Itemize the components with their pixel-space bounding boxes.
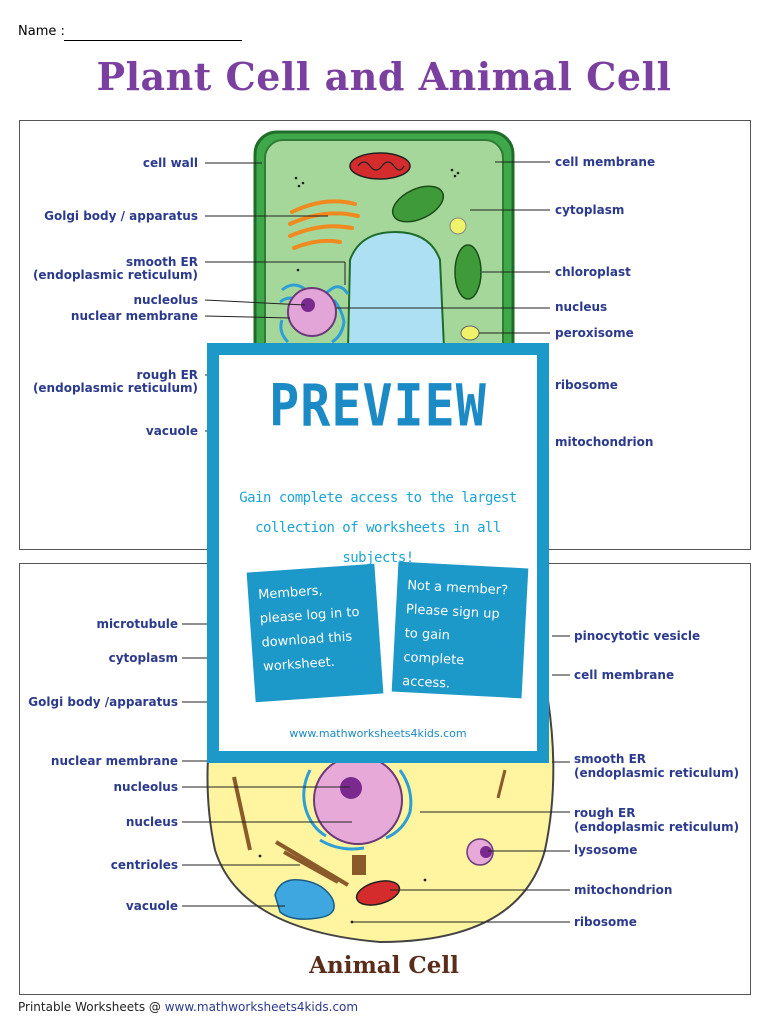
preview-subtitle: Gain complete access to the largest coll…: [219, 483, 537, 573]
name-line: [64, 40, 242, 41]
animal-label-nucleolus: nucleolus: [113, 780, 179, 794]
plant-golgi: [288, 199, 360, 250]
signup-card[interactable]: Not a member? Please sign up to gain com…: [391, 561, 529, 699]
animal-label-rough-er: rough ER: [574, 806, 636, 820]
plant-label-nuclear-membrane: nuclear membrane: [70, 309, 198, 323]
footer-prefix: Printable Worksheets @: [18, 1000, 161, 1014]
plant-label-smooth-er-sub: (endoplasmic reticulum): [32, 268, 198, 282]
preview-subtitle-line1: Gain complete access to the largest: [239, 490, 517, 506]
animal-label-rough-er-sub: (endoplasmic reticulum): [574, 820, 740, 834]
plant-label-nucleus: nucleus: [555, 300, 608, 314]
animal-label-golgi: Golgi body /apparatus: [28, 695, 178, 709]
plant-label-rough-er-sub: (endoplasmic reticulum): [32, 381, 198, 395]
plant-label-mitochondrion: mitochondrion: [555, 435, 654, 449]
plant-mitochondrion: [349, 152, 411, 180]
animal-rough-er: [302, 769, 413, 851]
plant-chloroplast-2: [454, 244, 482, 300]
animal-label-cell-membrane: cell membrane: [574, 668, 675, 682]
preview-url-link[interactable]: www.mathworksheets4kids.com: [289, 727, 467, 740]
preview-inner: PREVIEW Gain complete access to the larg…: [219, 355, 537, 751]
animal-label-centrioles: centrioles: [110, 858, 178, 872]
animal-label-smooth-er-sub: (endoplasmic reticulum): [574, 766, 740, 780]
plant-label-cell-membrane: cell membrane: [555, 155, 656, 169]
plant-label-cytoplasm: cytoplasm: [555, 203, 625, 217]
preview-overlay: PREVIEW Gain complete access to the larg…: [207, 343, 549, 763]
plant-label-vacuole: vacuole: [145, 424, 198, 438]
plant-label-chloroplast: chloroplast: [555, 265, 631, 279]
animal-label-ribosome: ribosome: [574, 915, 637, 929]
animal-leader-lines: [182, 623, 570, 923]
animal-microtubule: [232, 776, 252, 851]
animal-nucleolus: [340, 777, 362, 799]
footer: Printable Worksheets @ www.mathworksheet…: [18, 1000, 358, 1014]
preview-subtitle-line2: collection of worksheets in all subjects…: [255, 520, 501, 566]
animal-mitochondrion: [355, 880, 401, 906]
plant-nucleus: [287, 287, 337, 337]
plant-leader-lines: [204, 161, 550, 432]
animal-label-cytoplasm: cytoplasm: [108, 651, 178, 665]
plant-label-cell-wall: cell wall: [142, 156, 198, 170]
plant-peroxisome: [460, 325, 480, 341]
plant-chloroplast-1: [391, 185, 445, 223]
animal-label-nucleus: nucleus: [125, 815, 178, 829]
animal-label-vacuole: vacuole: [125, 899, 178, 913]
animal-label-nuclear-membrane: nuclear membrane: [50, 754, 178, 768]
animal-label-mitochondrion: mitochondrion: [574, 883, 673, 897]
name-label: Name :: [18, 24, 65, 39]
plant-label-ribosome: ribosome: [555, 378, 618, 392]
page-title: Plant Cell and Animal Cell: [96, 54, 672, 99]
plant-cytoplasm-granule: [449, 217, 467, 235]
plant-label-smooth-er: smooth ER: [125, 255, 198, 269]
plant-label-rough-er: rough ER: [136, 368, 198, 382]
footer-link[interactable]: www.mathworksheets4kids.com: [164, 1000, 359, 1014]
animal-label-lysosome: lysosome: [574, 843, 638, 857]
animal-cell-title: Animal Cell: [309, 952, 459, 979]
animal-label-pinocytotic-vesicle: pinocytotic vesicle: [574, 629, 701, 643]
animal-centrioles: [274, 840, 350, 887]
plant-nucleolus: [301, 298, 315, 312]
plant-label-peroxisome: peroxisome: [555, 326, 634, 340]
members-login-card[interactable]: Members, please log in to download this …: [246, 563, 384, 703]
animal-golgi-stub: [352, 855, 366, 875]
animal-vacuole: [274, 879, 335, 920]
animal-label-microtubule: microtubule: [96, 617, 178, 631]
animal-label-smooth-er: smooth ER: [574, 752, 647, 766]
plant-label-nucleolus: nucleolus: [133, 293, 199, 307]
plant-label-golgi: Golgi body / apparatus: [44, 209, 198, 223]
preview-title: PREVIEW: [269, 372, 487, 440]
